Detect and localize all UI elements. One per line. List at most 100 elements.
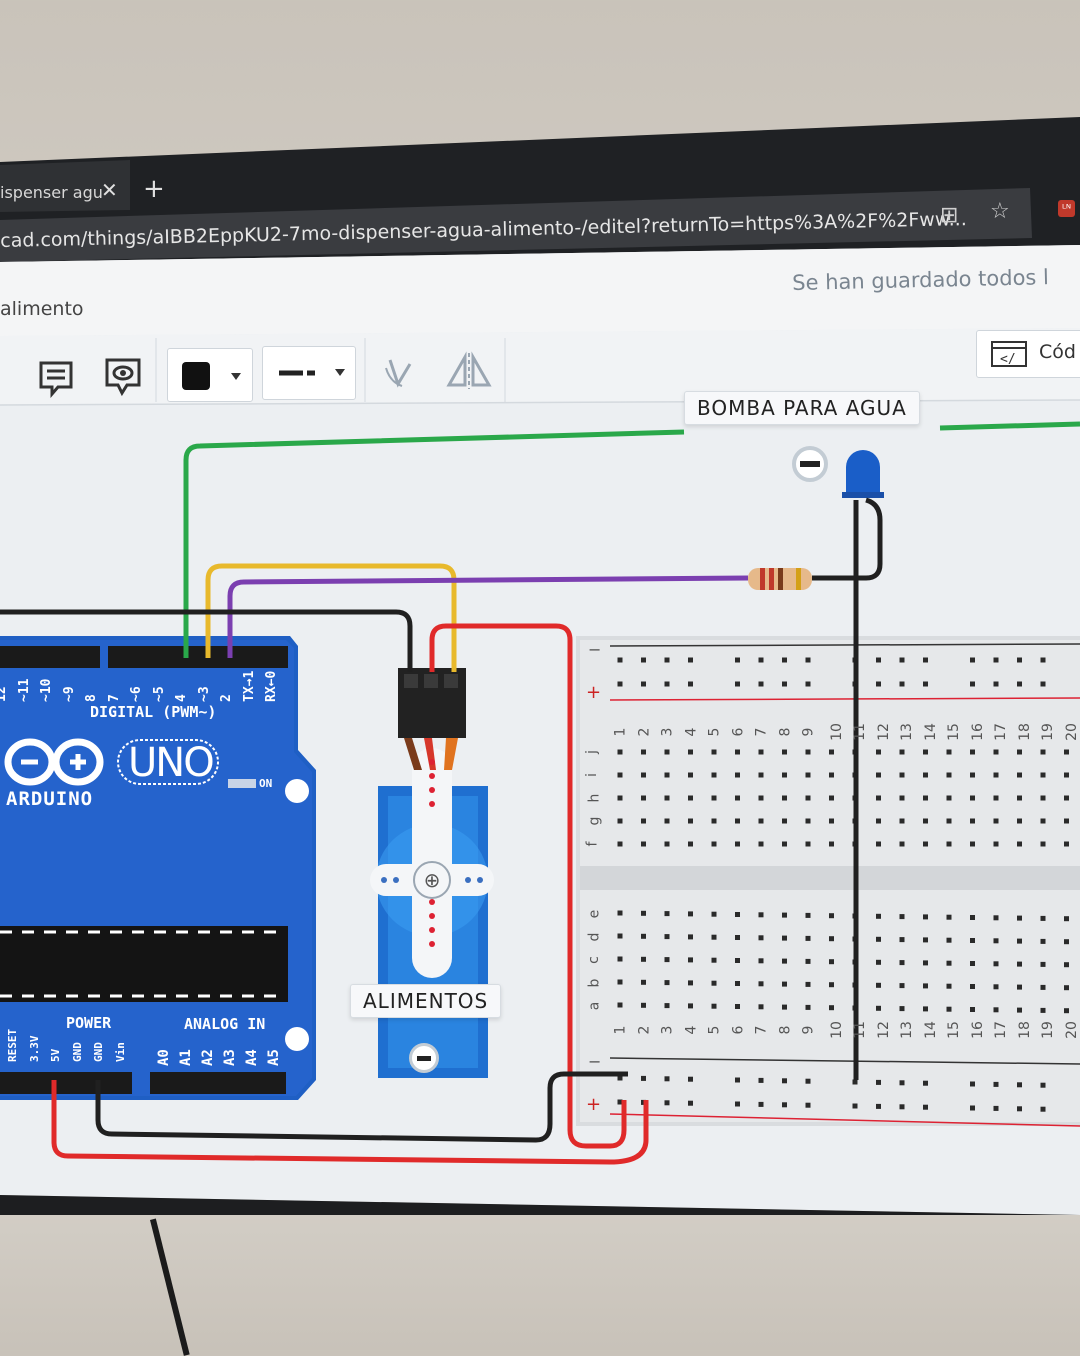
breadboard-hole[interactable] — [946, 818, 952, 824]
breadboard-hole[interactable] — [993, 1105, 999, 1111]
breadboard-hole[interactable] — [1040, 938, 1046, 944]
breadboard-hole[interactable] — [688, 1100, 693, 1106]
breadboard-hole[interactable] — [1040, 915, 1046, 921]
breadboard-hole[interactable] — [970, 1007, 975, 1012]
breadboard-hole[interactable] — [1017, 681, 1022, 687]
breadboard-hole[interactable] — [617, 1002, 623, 1008]
breadboard-hole[interactable] — [1064, 795, 1069, 801]
breadboard-hole[interactable] — [1040, 795, 1046, 801]
breadboard-hole[interactable] — [711, 911, 717, 917]
breadboard-hole[interactable] — [993, 795, 999, 801]
breadboard-hole[interactable] — [1017, 984, 1022, 990]
breadboard-hole[interactable] — [782, 841, 787, 847]
breadboard-hole[interactable] — [876, 749, 881, 755]
breadboard-hole[interactable] — [758, 749, 764, 755]
extension-badge[interactable]: ᴸᴺ — [1058, 200, 1076, 217]
breadboard-hole[interactable] — [993, 1081, 999, 1087]
breadboard-hole[interactable] — [735, 657, 740, 663]
breadboard-hole[interactable] — [617, 910, 623, 916]
breadboard-hole[interactable] — [805, 981, 811, 987]
breadboard-hole[interactable] — [876, 657, 881, 663]
breadboard-hole[interactable] — [923, 681, 928, 687]
breadboard-hole[interactable] — [993, 984, 999, 990]
breadboard-hole[interactable] — [923, 983, 928, 989]
breadboard-hole[interactable] — [876, 818, 881, 824]
breadboard-hole[interactable] — [758, 935, 764, 941]
breadboard-hole[interactable] — [923, 1006, 928, 1012]
breadboard-hole[interactable] — [805, 841, 811, 847]
breadboard-hole[interactable] — [993, 1007, 999, 1013]
tab-title[interactable]: ispenser agu — [0, 183, 103, 202]
annotate-icon[interactable] — [102, 355, 144, 399]
breadboard-hole[interactable] — [711, 1003, 717, 1009]
breadboard-hole[interactable] — [735, 795, 740, 801]
breadboard-hole[interactable] — [664, 1100, 670, 1106]
breadboard-hole[interactable] — [946, 983, 952, 989]
breadboard-hole[interactable] — [664, 795, 670, 801]
breadboard-hole[interactable] — [1064, 841, 1069, 847]
breadboard-hole[interactable] — [805, 772, 811, 778]
arduino-uno-board[interactable] — [0, 636, 316, 1100]
breadboard-hole[interactable] — [758, 841, 764, 847]
breadboard-hole[interactable] — [899, 914, 905, 920]
breadboard-hole[interactable] — [876, 1005, 881, 1011]
breadboard-hole[interactable] — [641, 772, 646, 778]
breadboard-hole[interactable] — [664, 841, 670, 847]
servo-label[interactable]: ALIMENTOS — [350, 984, 502, 1018]
breadboard-hole[interactable] — [923, 1080, 928, 1086]
tab-close-icon[interactable]: ✕ — [101, 178, 118, 202]
breadboard-hole[interactable] — [899, 749, 905, 755]
breadboard-hole[interactable] — [829, 841, 834, 847]
breadboard-hole[interactable] — [899, 1080, 905, 1086]
breadboard-hole[interactable] — [688, 795, 693, 801]
breadboard-hole[interactable] — [688, 772, 693, 778]
breadboard-hole[interactable] — [664, 980, 670, 986]
breadboard-hole[interactable] — [876, 1079, 881, 1085]
breadboard-hole[interactable] — [1064, 818, 1069, 824]
breadboard-hole[interactable] — [782, 749, 787, 755]
breadboard-hole[interactable] — [852, 1079, 858, 1085]
breadboard-hole[interactable] — [688, 1003, 693, 1009]
breadboard-hole[interactable] — [711, 772, 717, 778]
breadboard-hole[interactable] — [782, 981, 787, 987]
breadboard-hole[interactable] — [641, 1002, 646, 1008]
breadboard-hole[interactable] — [993, 818, 999, 824]
servo-minus-icon[interactable] — [409, 1043, 439, 1073]
breadboard-hole[interactable] — [688, 818, 693, 824]
breadboard-hole[interactable] — [735, 912, 740, 917]
breadboard-hole[interactable] — [758, 1077, 764, 1083]
resistor[interactable] — [748, 568, 812, 590]
breadboard-hole[interactable] — [1017, 961, 1022, 967]
breadboard-hole[interactable] — [946, 795, 952, 801]
breadboard-hole[interactable] — [923, 914, 928, 920]
breadboard-hole[interactable] — [946, 914, 952, 920]
breadboard-hole[interactable] — [993, 841, 999, 847]
breadboard-hole[interactable] — [1040, 1082, 1046, 1088]
breadboard-hole[interactable] — [970, 657, 975, 663]
breadboard-hole[interactable] — [993, 681, 999, 687]
breadboard-hole[interactable] — [829, 913, 834, 919]
breadboard-hole[interactable] — [735, 818, 740, 824]
breadboard-hole[interactable] — [876, 959, 881, 965]
breadboard-hole[interactable] — [970, 841, 975, 847]
breadboard-hole[interactable] — [641, 841, 646, 847]
breadboard-hole[interactable] — [617, 956, 623, 962]
breadboard-hole[interactable] — [664, 657, 670, 663]
breadboard-hole[interactable] — [946, 749, 952, 755]
breadboard-hole[interactable] — [711, 934, 717, 940]
breadboard-hole[interactable] — [688, 657, 693, 663]
breadboard-hole[interactable] — [688, 957, 693, 963]
breadboard-hole[interactable] — [735, 749, 740, 755]
breadboard-hole[interactable] — [711, 841, 717, 847]
breadboard-hole[interactable] — [735, 841, 740, 847]
breadboard-hole[interactable] — [899, 795, 905, 801]
breadboard-hole[interactable] — [688, 911, 693, 917]
breadboard-hole[interactable] — [993, 915, 999, 921]
breadboard-hole[interactable] — [617, 772, 623, 778]
breadboard-hole[interactable] — [617, 841, 623, 847]
breadboard-hole[interactable] — [1040, 1007, 1046, 1013]
breadboard-hole[interactable] — [664, 681, 670, 687]
led-pump[interactable] — [792, 446, 884, 498]
breadboard-hole[interactable] — [1040, 841, 1046, 847]
breadboard-hole[interactable] — [876, 772, 881, 778]
